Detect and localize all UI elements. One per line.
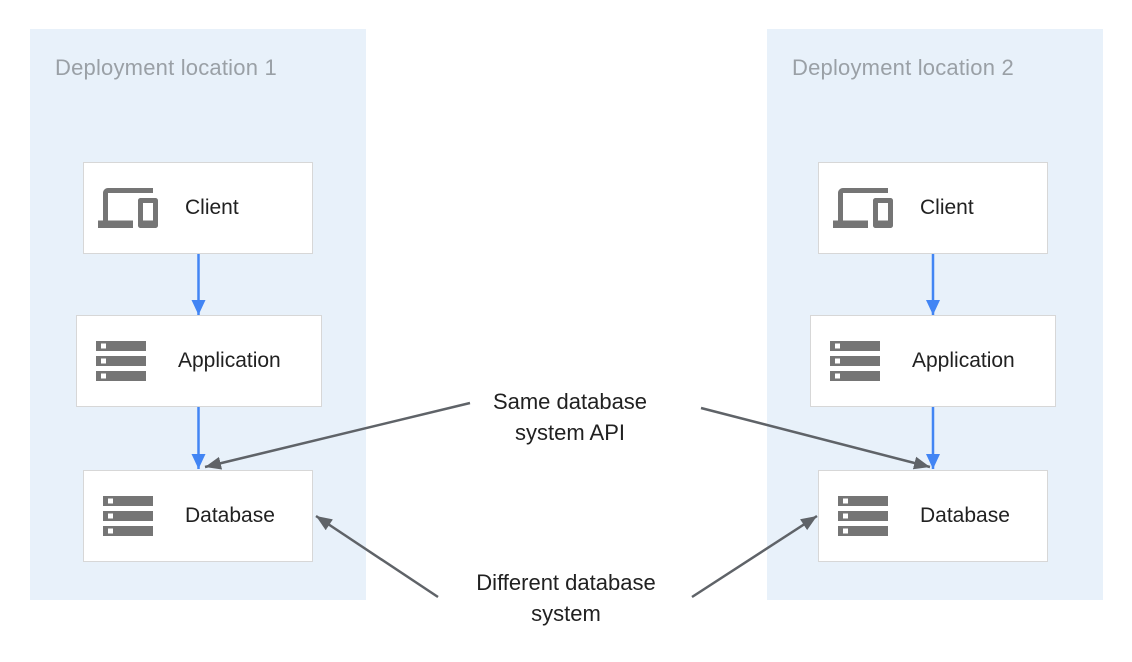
annotation-line: system xyxy=(531,601,601,626)
panel-title: Deployment location 1 xyxy=(55,55,277,80)
server-stack-icon xyxy=(91,331,151,391)
server-stack-icon xyxy=(98,486,158,546)
annotation-line: Different database xyxy=(476,570,656,595)
node-label: Client xyxy=(185,196,239,219)
node-label: Client xyxy=(920,196,974,219)
node-label: Database xyxy=(185,504,275,527)
client-node-2: Client xyxy=(818,162,1048,254)
database-node-1: Database xyxy=(83,470,313,562)
application-node-2: Application xyxy=(810,315,1056,407)
server-stack-icon xyxy=(825,331,885,391)
server-stack-icon xyxy=(833,486,893,546)
client-node-1: Client xyxy=(83,162,313,254)
annotation-line: Same database xyxy=(492,389,648,414)
application-node-1: Application xyxy=(76,315,322,407)
different-database-system-label: Different database system xyxy=(416,567,716,629)
annotation-line: system API xyxy=(514,420,626,445)
node-label: Application xyxy=(912,349,1015,372)
devices-icon xyxy=(833,178,893,238)
panel-title: Deployment location 2 xyxy=(792,55,1014,80)
database-node-2: Database xyxy=(818,470,1048,562)
node-label: Application xyxy=(178,349,281,372)
same-database-system-api-label: Same database system API xyxy=(420,386,720,448)
devices-icon xyxy=(98,178,158,238)
node-label: Database xyxy=(920,504,1010,527)
